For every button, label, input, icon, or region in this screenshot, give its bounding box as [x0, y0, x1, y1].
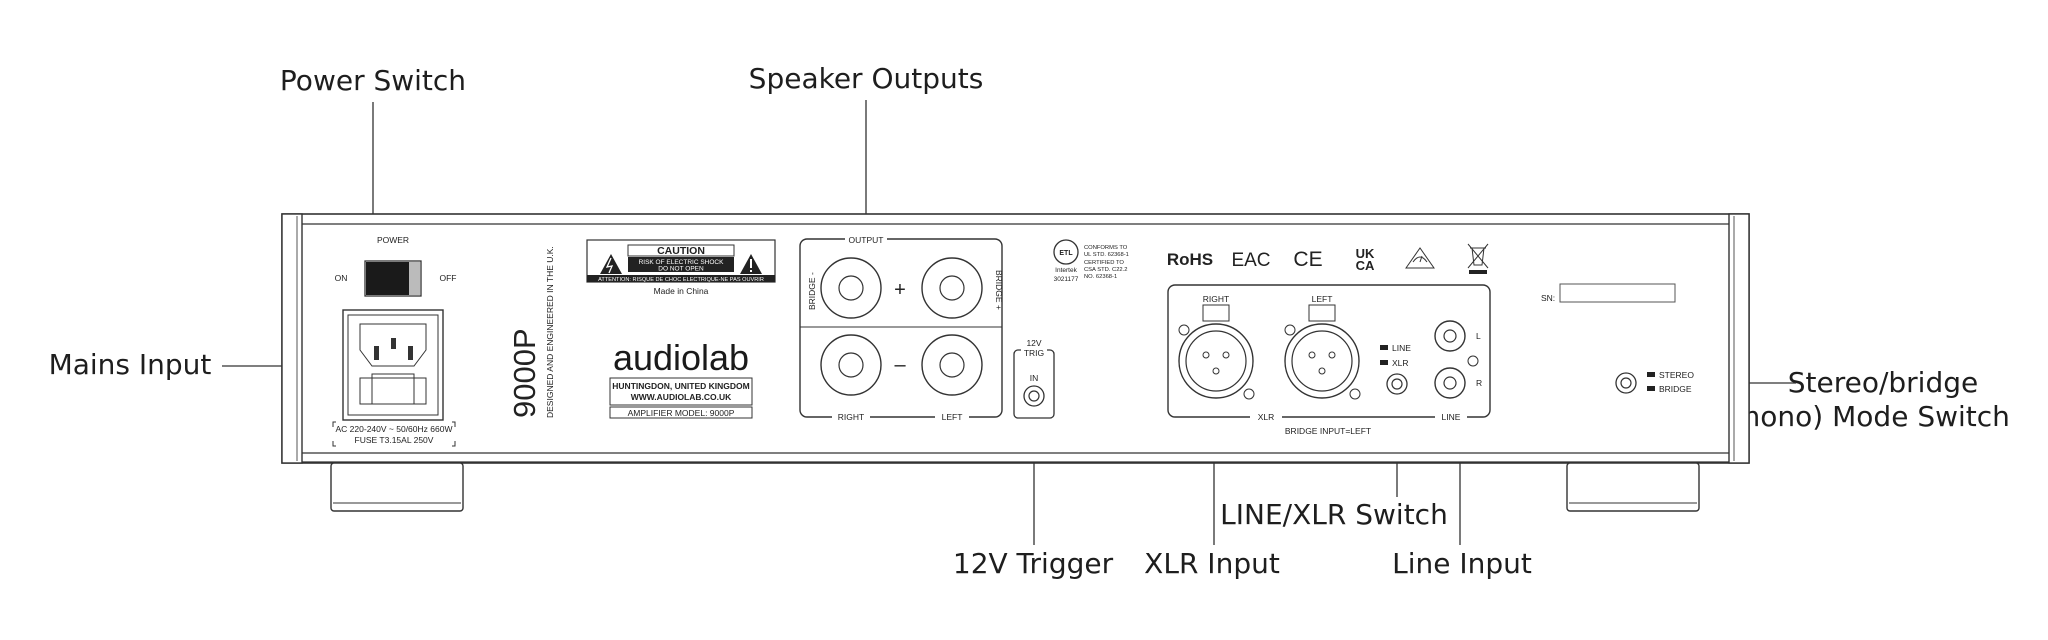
- line-option-marker-icon: [1380, 345, 1388, 350]
- power-title: POWER: [377, 235, 409, 245]
- screw-icon: [1243, 388, 1255, 400]
- stereo-bridge-mode-switch[interactable]: [1615, 372, 1637, 394]
- power-switch[interactable]: [364, 260, 422, 297]
- caution-attention: ATTENTION: RISQUE DE CHOC ELECTRIQUE-NE …: [598, 277, 764, 283]
- serial-number-label: SN:: [1541, 293, 1555, 303]
- callout-line-input: Line Input: [1392, 547, 1532, 580]
- line-option-label: LINE: [1392, 343, 1411, 353]
- etl-conforms: CONFORMS TO: [1084, 245, 1128, 251]
- bridge-option-label: BRIDGE: [1659, 384, 1692, 394]
- xlr-section-label: XLR: [1258, 412, 1275, 422]
- foot-right: [1566, 462, 1700, 512]
- xlr-option-marker-icon: [1380, 360, 1388, 365]
- line-input-right[interactable]: [1434, 367, 1466, 399]
- output-left-label: LEFT: [942, 412, 963, 422]
- foot-left: [330, 462, 464, 512]
- rcm-mark-icon: [1405, 247, 1435, 269]
- etl-intertek: Intertek: [1055, 267, 1077, 274]
- input-right-label: RIGHT: [1203, 294, 1229, 304]
- line-input-left[interactable]: [1434, 320, 1466, 352]
- electric-shock-warning-icon: [600, 254, 622, 274]
- speaker-outputs-panel: [799, 234, 1003, 422]
- line-xlr-switch[interactable]: [1386, 373, 1408, 395]
- ce-mark: CE: [1293, 248, 1322, 271]
- line-input-left-label: L: [1476, 331, 1481, 341]
- power-on-label: ON: [335, 273, 348, 283]
- etl-number: 3021177: [1054, 276, 1079, 283]
- callout-mains-input: Mains Input: [49, 348, 212, 381]
- screw-icon: [1284, 324, 1296, 336]
- trigger-panel: [1013, 345, 1055, 419]
- ukca-mark-bottom: CA: [1356, 258, 1375, 273]
- model-vertical: 9000P: [507, 328, 542, 418]
- screw-icon: [1178, 324, 1190, 336]
- chassis: [281, 213, 1750, 464]
- line-section-label: LINE: [1442, 412, 1461, 422]
- xlr-option-label: XLR: [1392, 358, 1409, 368]
- output-title: OUTPUT: [849, 235, 884, 245]
- screw-icon: [1467, 355, 1479, 367]
- speaker-terminal-left-minus[interactable]: [921, 334, 983, 396]
- made-in-china: Made in China: [654, 286, 709, 296]
- speaker-terminal-left-plus[interactable]: [921, 257, 983, 319]
- etl-certified: CERTIFIED TO: [1084, 260, 1124, 266]
- bridge-input-note: BRIDGE INPUT=LEFT: [1285, 426, 1371, 436]
- brand-address: HUNTINGDON, UNITED KINGDOM: [612, 381, 749, 391]
- line-input-right-label: R: [1476, 378, 1482, 388]
- stereo-marker-icon: [1647, 372, 1655, 377]
- mains-input-socket[interactable]: [342, 309, 444, 421]
- weee-bin-icon: [1467, 243, 1489, 274]
- output-right-label: RIGHT: [838, 412, 864, 422]
- callout-power-switch: Power Switch: [280, 64, 466, 97]
- serial-number-field: [1559, 283, 1676, 303]
- eac-mark: EAC: [1231, 250, 1270, 271]
- callout-mode-switch-line1: Stereo/bridge: [1788, 366, 1979, 399]
- caution-line1: RISK OF ELECTRIC SHOCK: [639, 259, 725, 266]
- xlr-input-left[interactable]: [1284, 304, 1361, 400]
- designed-in-uk: DESIGNED AND ENGINEERED IN THE U.K.: [545, 246, 555, 418]
- speaker-terminal-right-plus[interactable]: [820, 257, 882, 319]
- callout-12v-trigger: 12V Trigger: [953, 547, 1114, 580]
- input-left-label: LEFT: [1312, 294, 1333, 304]
- bridge-marker-icon: [1647, 386, 1655, 391]
- output-minus-sign: –: [894, 354, 906, 376]
- etl-csa-std: CSA STD. C22.2: [1084, 267, 1128, 273]
- trigger-label-trig: TRIG: [1024, 348, 1044, 358]
- bridge-plus-label: BRIDGE +: [994, 270, 1004, 310]
- amplifier-model-label: AMPLIFIER MODEL: 9000P: [628, 408, 735, 418]
- mains-spec-line1: AC 220-240V ~ 50/60Hz 660W: [336, 424, 453, 434]
- output-plus-sign: +: [894, 279, 906, 301]
- ukca-mark-top: UK: [1356, 246, 1375, 261]
- caution-label: [586, 239, 776, 283]
- caution-title: CAUTION: [657, 245, 705, 257]
- power-off-label: OFF: [440, 273, 457, 283]
- trigger-jack[interactable]: [1023, 385, 1045, 407]
- brand-logo: audiolab: [613, 337, 749, 378]
- trigger-label-12v: 12V: [1026, 338, 1041, 348]
- callout-mode-switch-line2: (mono) Mode Switch: [1722, 400, 2010, 433]
- callout-speaker-outputs: Speaker Outputs: [749, 62, 984, 95]
- speaker-terminal-right-minus[interactable]: [820, 334, 882, 396]
- mains-spec-bracket: [332, 421, 456, 447]
- callout-xlr-input: XLR Input: [1144, 547, 1280, 580]
- xlr-input-right[interactable]: [1178, 304, 1255, 400]
- etl-ul-std: UL STD. 62368-1: [1084, 252, 1129, 258]
- etl-csa-no: NO. 62368-1: [1084, 274, 1117, 280]
- callout-line-xlr-switch: LINE/XLR Switch: [1220, 498, 1448, 531]
- screw-icon: [1349, 388, 1361, 400]
- caution-line2: DO NOT OPEN: [658, 266, 704, 273]
- bridge-minus-label: BRIDGE -: [807, 272, 817, 310]
- trigger-in-label: IN: [1030, 373, 1039, 383]
- etl-mark-text: ETL: [1059, 250, 1073, 257]
- etl-mark-icon: [1053, 239, 1079, 265]
- rohs-mark: RoHS: [1167, 250, 1213, 269]
- mains-spec-line2: FUSE T3.15AL 250V: [355, 435, 434, 445]
- stereo-option-label: STEREO: [1659, 370, 1694, 380]
- brand-website: WWW.AUDIOLAB.CO.UK: [631, 392, 732, 402]
